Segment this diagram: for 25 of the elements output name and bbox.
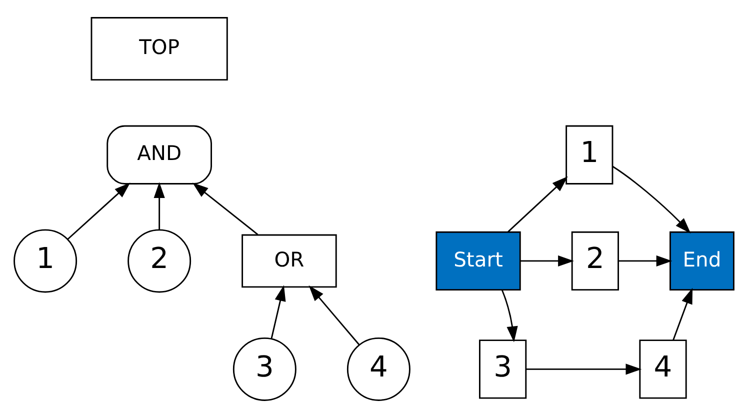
- node-box: TOP: [90, 16, 228, 80]
- arrow: [67, 182, 130, 240]
- node-circle: 2: [128, 228, 192, 292]
- arrow: [526, 363, 642, 374]
- node-box: Start: [436, 230, 521, 290]
- node-circle: 3: [232, 336, 296, 400]
- node-box: End: [670, 230, 734, 290]
- arrow: [672, 287, 693, 340]
- arrow: [508, 176, 568, 232]
- arrow: [270, 284, 286, 338]
- node-box: 1: [566, 124, 614, 184]
- arrow: [308, 284, 360, 345]
- arrow: [618, 254, 672, 266]
- node-circle: 4: [346, 336, 410, 400]
- arrow: [612, 165, 691, 233]
- arrow: [501, 289, 518, 342]
- node-box: 4: [639, 339, 687, 398]
- arrow: [154, 182, 165, 230]
- node-box: OR: [242, 234, 337, 288]
- node-box: 3: [479, 339, 527, 398]
- arrow: [520, 254, 574, 266]
- arrow: [192, 182, 258, 235]
- node-circle: 1: [14, 228, 78, 292]
- node-box: 2: [571, 230, 619, 290]
- node-box: AND: [106, 124, 212, 184]
